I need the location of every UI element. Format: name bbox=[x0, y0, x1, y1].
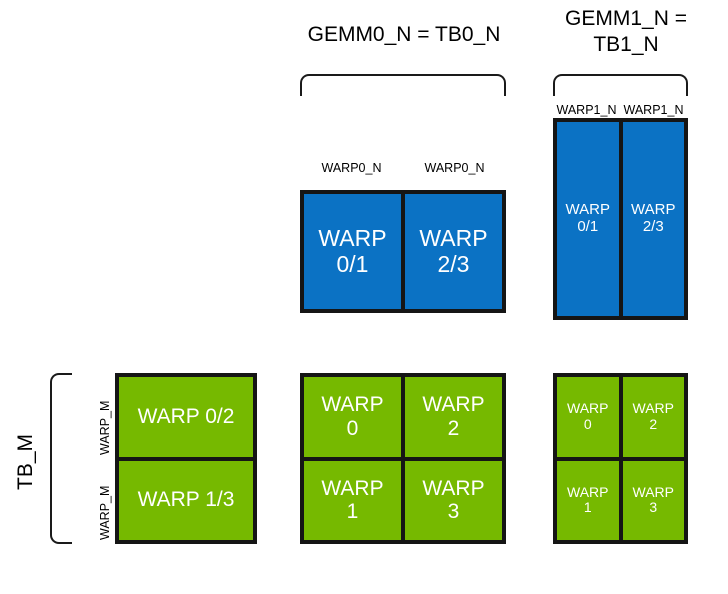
right-green-cell-warp-3[interactable]: WARP 3 bbox=[622, 460, 684, 540]
gemm1-cell-warp-2-3[interactable]: WARP 2/3 bbox=[622, 122, 684, 316]
gemm1-span-bracket bbox=[553, 74, 688, 96]
tbm-warp-block: WARP 0/2 WARP 1/3 bbox=[115, 373, 257, 544]
middle-green-cell-warp-1[interactable]: WARP 1 bbox=[304, 460, 401, 540]
tbm-axis-label: TB_M bbox=[14, 433, 37, 490]
middle-green-cell-warp-3[interactable]: WARP 3 bbox=[405, 460, 502, 540]
tbm-cell-warp-0-2[interactable]: WARP 0/2 bbox=[119, 377, 253, 457]
right-green-warp-block: WARP 0 WARP 2 WARP 1 WARP 3 bbox=[553, 373, 688, 544]
warp0n-label-left: WARP0_N bbox=[321, 161, 382, 175]
gemm0-cell-warp-2-3[interactable]: WARP 2/3 bbox=[405, 194, 502, 309]
warp1n-label-right: WARP1_N bbox=[623, 103, 684, 117]
middle-green-cell-warp-2[interactable]: WARP 2 bbox=[405, 377, 502, 457]
right-green-cell-warp-0[interactable]: WARP 0 bbox=[557, 377, 619, 457]
warp0n-label-right: WARP0_N bbox=[424, 161, 485, 175]
middle-green-cell-warp-0[interactable]: WARP 0 bbox=[304, 377, 401, 457]
warp1n-label-left: WARP1_N bbox=[556, 103, 617, 117]
gemm0-warp-block: WARP 0/1 WARP 2/3 bbox=[300, 190, 506, 313]
warpm-label-top: WARP_M bbox=[98, 400, 112, 455]
gemm1-title: GEMM1_N = TB1_N bbox=[565, 7, 687, 56]
gemm1-cell-warp-0-1[interactable]: WARP 0/1 bbox=[557, 122, 619, 316]
tbm-span-bracket bbox=[50, 373, 72, 544]
tbm-cell-warp-1-3[interactable]: WARP 1/3 bbox=[119, 460, 253, 540]
warpm-label-bottom: WARP_M bbox=[98, 485, 112, 540]
gemm1-warp-block: WARP 0/1 WARP 2/3 bbox=[553, 118, 688, 320]
gemm0-title: GEMM0_N = TB0_N bbox=[307, 23, 501, 46]
middle-green-warp-block: WARP 0 WARP 2 WARP 1 WARP 3 bbox=[300, 373, 506, 544]
gemm0-span-bracket bbox=[300, 74, 506, 96]
right-green-cell-warp-1[interactable]: WARP 1 bbox=[557, 460, 619, 540]
right-green-cell-warp-2[interactable]: WARP 2 bbox=[622, 377, 684, 457]
gemm0-cell-warp-0-1[interactable]: WARP 0/1 bbox=[304, 194, 401, 309]
